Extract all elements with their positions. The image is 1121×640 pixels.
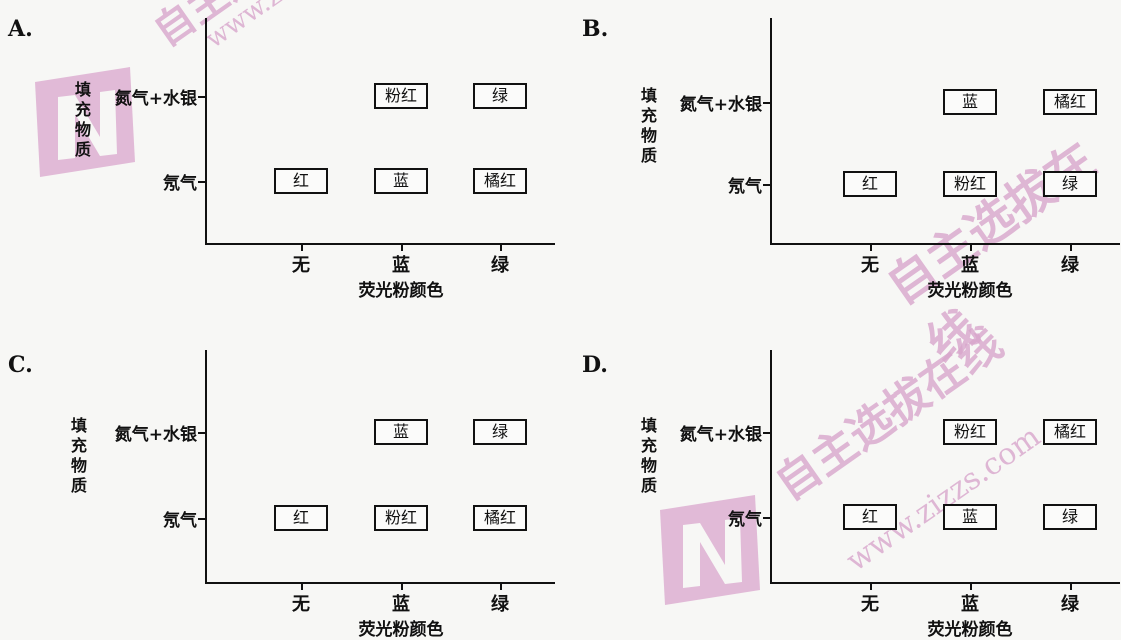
color-cell: 红 [843, 171, 897, 197]
color-cell: 粉红 [943, 171, 997, 197]
color-cell: 粉红 [943, 419, 997, 445]
y-axis-line [770, 350, 772, 582]
y-tick [763, 517, 771, 519]
y-axis-line [205, 350, 207, 582]
color-cell: 绿 [473, 419, 527, 445]
option-panel: A.填充物质氮气+水银氖气无蓝绿荧光粉颜色粉红绿红蓝橘红 [0, 0, 560, 319]
x-tick [401, 244, 403, 251]
y-tick-label: 氮气+水银 [114, 89, 197, 109]
x-tick [970, 583, 972, 590]
x-tick-label: 绿 [491, 255, 509, 276]
x-tick-label: 绿 [491, 594, 509, 615]
x-tick-label: 蓝 [961, 255, 979, 276]
option-letter: B. [582, 16, 609, 42]
color-cell: 橘红 [473, 505, 527, 531]
y-tick-label: 氖气 [163, 511, 197, 531]
color-cell: 粉红 [374, 505, 428, 531]
x-tick [301, 583, 303, 590]
x-tick [870, 244, 872, 251]
x-tick [500, 244, 502, 251]
y-axis-line [205, 18, 207, 243]
y-axis-title: 填充物质 [74, 80, 91, 159]
color-cell: 红 [274, 168, 328, 194]
x-tick [1070, 583, 1072, 590]
x-tick-label: 无 [292, 255, 310, 276]
x-tick [970, 244, 972, 251]
x-tick-label: 无 [861, 255, 879, 276]
x-tick-label: 绿 [1061, 255, 1079, 276]
color-cell: 蓝 [943, 89, 997, 115]
x-axis-line [770, 243, 1120, 245]
x-tick-label: 无 [861, 594, 879, 615]
x-tick [401, 583, 403, 590]
y-axis-line [770, 18, 772, 243]
y-tick [198, 181, 206, 183]
color-cell: 绿 [1043, 504, 1097, 530]
x-tick [1070, 244, 1072, 251]
option-panel: C.填充物质氮气+水银氖气无蓝绿荧光粉颜色蓝绿红粉红橘红 [0, 320, 560, 640]
color-cell: 蓝 [374, 419, 428, 445]
option-panel: D.填充物质氮气+水银氖气无蓝绿荧光粉颜色粉红橘红红蓝绿 [560, 320, 1120, 640]
color-cell: 蓝 [943, 504, 997, 530]
x-tick [500, 583, 502, 590]
y-tick [763, 102, 771, 104]
color-cell: 绿 [473, 83, 527, 109]
y-tick [198, 518, 206, 520]
y-tick [198, 432, 206, 434]
y-tick-label: 氖气 [728, 510, 762, 530]
option-letter: C. [8, 352, 33, 378]
y-tick-label: 氮气+水银 [679, 425, 762, 445]
y-tick-label: 氖气 [728, 177, 762, 197]
option-letter: A. [8, 16, 33, 42]
color-cell: 粉红 [374, 83, 428, 109]
x-tick-label: 无 [292, 594, 310, 615]
x-axis-title: 荧光粉颜色 [358, 281, 444, 301]
color-cell: 绿 [1043, 171, 1097, 197]
x-tick-label: 蓝 [392, 594, 410, 615]
color-cell: 橘红 [1043, 419, 1097, 445]
x-axis-line [770, 582, 1120, 584]
x-axis-title: 荧光粉颜色 [927, 620, 1013, 640]
x-tick-label: 绿 [1061, 594, 1079, 615]
y-axis-title: 填充物质 [640, 86, 657, 165]
y-tick [763, 184, 771, 186]
y-tick [198, 96, 206, 98]
option-panel: B.填充物质氮气+水银氖气无蓝绿荧光粉颜色蓝橘红红粉红绿 [560, 0, 1120, 319]
y-axis-title: 填充物质 [70, 416, 87, 495]
x-axis-line [205, 243, 555, 245]
x-axis-line [205, 582, 555, 584]
x-axis-title: 荧光粉颜色 [927, 281, 1013, 301]
color-cell: 红 [274, 505, 328, 531]
color-cell: 红 [843, 504, 897, 530]
color-cell: 橘红 [1043, 89, 1097, 115]
x-tick-label: 蓝 [392, 255, 410, 276]
y-axis-title: 填充物质 [640, 416, 657, 495]
color-cell: 蓝 [374, 168, 428, 194]
y-tick-label: 氖气 [163, 174, 197, 194]
y-tick [763, 432, 771, 434]
option-letter: D. [582, 352, 608, 378]
x-tick-label: 蓝 [961, 594, 979, 615]
y-tick-label: 氮气+水银 [114, 425, 197, 445]
color-cell: 橘红 [473, 168, 527, 194]
x-tick [301, 244, 303, 251]
x-axis-title: 荧光粉颜色 [358, 620, 444, 640]
x-tick [870, 583, 872, 590]
y-tick-label: 氮气+水银 [679, 95, 762, 115]
